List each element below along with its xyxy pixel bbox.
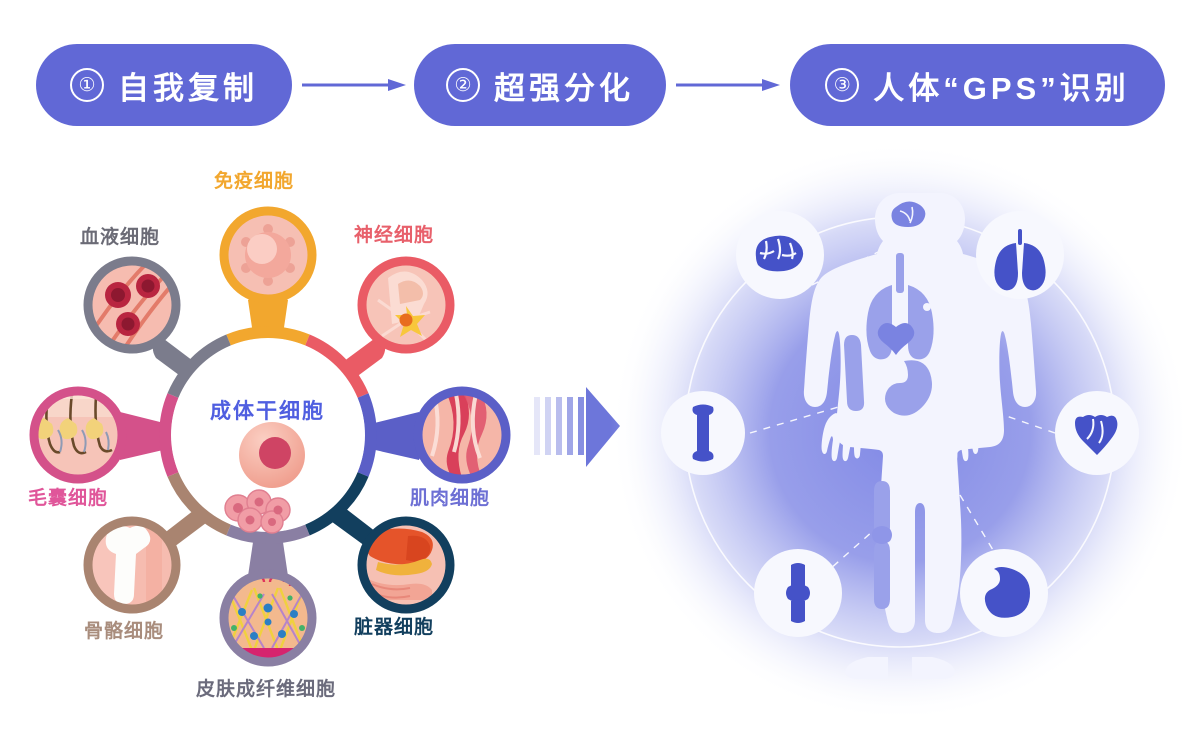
organ-badge-lungs[interactable] [976, 211, 1064, 299]
organ-cell-icon [365, 528, 433, 600]
organ-badge-brain[interactable] [736, 211, 824, 299]
label-hair-cell: 毛囊细胞 [28, 488, 109, 509]
label-skin-cell: 皮肤成纤维细胞 [196, 679, 337, 700]
bone-cell-icon [105, 525, 151, 604]
organ-badge-heart[interactable] [1055, 391, 1139, 475]
cell-cluster-graphic [29, 206, 511, 667]
hair-follicle-icon [34, 391, 122, 455]
step-pill-body-gps[interactable]: ③ 人体“GPS”识别 [790, 44, 1165, 126]
lungs-icon [994, 229, 1046, 291]
organ-badge-bone[interactable] [661, 391, 745, 475]
step-pill-differentiation[interactable]: ② 超强分化 [414, 44, 666, 126]
circled-number-one-icon: ① [70, 68, 104, 102]
kidney-icon [984, 567, 1030, 618]
blood-cell-icon [105, 274, 160, 336]
satellite-immune-cell[interactable] [219, 206, 317, 304]
satellite-skin-fibroblast-cell[interactable] [219, 569, 317, 667]
brain-icon [755, 235, 804, 272]
process-steps-header: ① 自我复制 ② 超强分化 ③ 人体“GPS”识别 [0, 0, 1201, 150]
center-label: 成体干细胞 [210, 400, 325, 423]
label-neuron-cell: 神经细胞 [354, 225, 435, 246]
label-bone-cell: 骨骼细胞 [84, 621, 165, 642]
stem-cell-differentiation-diagram: 成体干细胞 免疫细胞 神经细胞 肌肉细胞 脏器细胞 皮肤成纤维细胞 骨骼细胞 毛… [10, 150, 530, 730]
internal-organs [844, 201, 934, 609]
knee-joint-icon [786, 563, 810, 623]
body-gps-map [600, 145, 1201, 739]
step-label: 自我复制 [118, 70, 258, 106]
satellite-organ-cell[interactable] [357, 516, 455, 614]
center-ring [159, 326, 377, 544]
step-pill-self-replication[interactable]: ① 自我复制 [36, 44, 292, 126]
muscle-cell-icon [430, 392, 487, 478]
neuron-cell-icon [377, 271, 431, 342]
satellite-muscle-cell[interactable] [413, 386, 511, 484]
label-immune-cell: 免疫细胞 [214, 171, 295, 192]
human-body-silhouette-icon [803, 193, 1037, 679]
circled-number-two-icon: ② [446, 68, 480, 102]
organ-badge-knee[interactable] [754, 549, 842, 637]
motion-arrow-icon [534, 387, 620, 467]
satellite-neuron-cell[interactable] [357, 256, 455, 354]
step-label: 人体“GPS”识别 [873, 70, 1130, 106]
circled-number-three-icon: ③ [825, 68, 860, 102]
heart-icon [1075, 415, 1118, 455]
right-arrow-icon [302, 79, 406, 91]
label-muscle-cell: 肌肉细胞 [410, 488, 491, 509]
right-arrow-icon [676, 79, 780, 91]
long-bone-icon [692, 404, 714, 462]
satellite-bone-cell[interactable] [83, 516, 181, 614]
organ-badge-kidney[interactable] [960, 549, 1048, 637]
immune-cell-icon [241, 224, 295, 286]
body-map-graphic [610, 145, 1190, 722]
step-label: 超强分化 [494, 70, 634, 106]
satellite-blood-cell[interactable] [83, 256, 181, 354]
satellite-hair-follicle-cell[interactable] [29, 386, 127, 484]
label-organ-cell: 脏器细胞 [354, 617, 435, 638]
stem-cell-icon [224, 422, 305, 534]
label-blood-cell: 血液细胞 [80, 227, 161, 248]
